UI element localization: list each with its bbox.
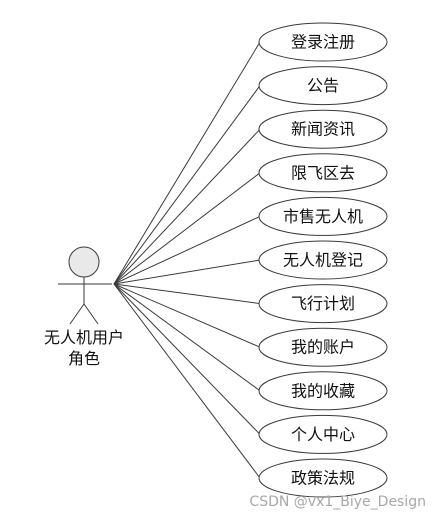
use-case-ellipse <box>258 196 388 236</box>
association-lines <box>113 41 261 479</box>
use-case: 飞行计划 <box>258 284 388 324</box>
use-case-ellipse <box>258 109 388 149</box>
association-line <box>113 215 261 285</box>
association-line <box>113 259 261 285</box>
use-case: 我的账户 <box>258 327 388 367</box>
actor-left-leg <box>69 303 85 325</box>
use-case-label: 无人机登记 <box>283 251 363 270</box>
association-line <box>113 283 261 305</box>
use-case-label: 飞行计划 <box>291 294 355 313</box>
association-line <box>113 283 261 435</box>
association-line <box>113 85 261 285</box>
association-line <box>113 41 261 285</box>
actor-label-line1: 无人机用户 <box>43 328 124 347</box>
use-case-ellipse <box>258 284 388 324</box>
association-line <box>113 283 261 392</box>
use-case-label: 政策法规 <box>291 469 355 488</box>
actor-right-leg <box>83 303 99 325</box>
use-case: 登录注册 <box>258 22 388 62</box>
use-case-ellipse <box>258 414 388 454</box>
association-line <box>113 283 261 348</box>
use-case-label: 公告 <box>307 76 339 95</box>
use-case: 公告 <box>258 66 388 106</box>
use-case: 新闻资讯 <box>258 109 388 149</box>
use-case: 个人中心 <box>258 414 388 454</box>
use-cases: 登录注册公告新闻资讯限飞区去市售无人机无人机登记飞行计划我的账户我的收藏个人中心… <box>258 22 388 498</box>
watermark: CSDN @vx1_Biye_Design <box>249 494 426 510</box>
association-line <box>113 128 261 285</box>
use-case-label: 我的账户 <box>291 338 355 357</box>
use-case-label: 新闻资讯 <box>291 120 355 139</box>
use-case-label: 登录注册 <box>291 33 355 52</box>
actor-head <box>68 246 100 278</box>
use-case-label: 市售无人机 <box>283 207 363 226</box>
use-case-label: 我的收藏 <box>291 381 355 400</box>
use-case-ellipse <box>258 240 388 280</box>
actor-label-line2: 角色 <box>67 349 100 368</box>
use-case: 我的收藏 <box>258 371 388 411</box>
use-case-ellipse <box>258 22 388 62</box>
use-case: 限飞区去 <box>258 153 388 193</box>
use-case: 市售无人机 <box>258 196 388 236</box>
use-case: 政策法规 <box>258 458 388 498</box>
association-line <box>113 172 261 285</box>
use-case-ellipse <box>258 153 388 193</box>
use-case: 无人机登记 <box>258 240 388 280</box>
use-case-ellipse <box>258 371 388 411</box>
actor-figure <box>58 246 112 325</box>
use-case-label: 限飞区去 <box>291 163 355 182</box>
use-case-ellipse <box>258 327 388 367</box>
association-line <box>113 283 261 479</box>
use-case-ellipse <box>258 66 388 106</box>
actor-label: 无人机用户 角色 <box>32 327 136 369</box>
use-case-label: 个人中心 <box>291 425 355 444</box>
use-case-ellipse <box>258 458 388 498</box>
